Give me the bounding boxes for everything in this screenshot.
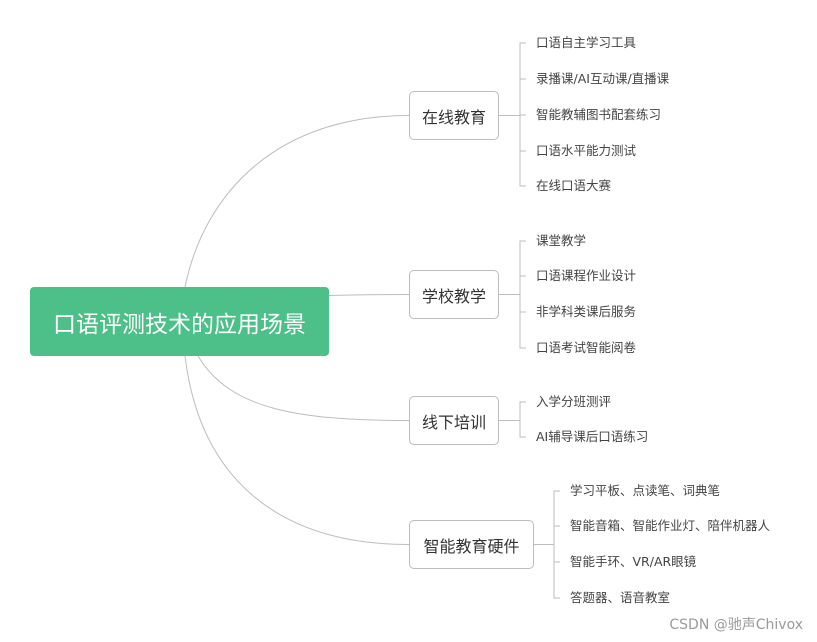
leaf-item[interactable]: 非学科类课后服务: [536, 304, 637, 319]
leaf-item[interactable]: 口语水平能力测试: [536, 143, 637, 158]
leaf-item[interactable]: 学习平板、点读笔、词典笔: [570, 483, 721, 498]
connector-line: [328, 294, 410, 296]
connector-line: [197, 355, 410, 421]
leaf-item[interactable]: 智能音箱、智能作业灯、陪伴机器人: [570, 518, 771, 533]
leaf-item[interactable]: 入学分班测评: [536, 394, 612, 409]
leaf-item[interactable]: 课堂教学: [536, 233, 587, 248]
connector-line: [184, 115, 410, 288]
leaf-item[interactable]: 录播课/AI互动课/直播课: [536, 71, 670, 86]
leaf-item[interactable]: 口语考试智能阅卷: [536, 340, 637, 355]
leaf-item[interactable]: 智能教辅图书配套练习: [536, 107, 662, 122]
connector-line: [184, 355, 410, 545]
connector-line: [519, 401, 526, 438]
leaf-item[interactable]: AI辅导课后口语练习: [536, 429, 649, 444]
leaf-item[interactable]: 口语自主学习工具: [536, 35, 637, 50]
root-node[interactable]: 口语评测技术的应用场景: [30, 287, 329, 356]
leaf-item[interactable]: 智能手环、VR/AR眼镜: [570, 554, 697, 569]
leaf-item[interactable]: 答题器、语音教室: [570, 590, 671, 605]
leaf-item[interactable]: 口语课程作业设计: [536, 268, 637, 283]
branch-offline-training[interactable]: 线下培训: [409, 396, 499, 445]
branch-online-education[interactable]: 在线教育: [409, 91, 499, 140]
branch-school-teaching[interactable]: 学校教学: [409, 270, 499, 319]
connector-line: [519, 240, 526, 349]
branch-smart-hardware[interactable]: 智能教育硬件: [409, 520, 534, 569]
connector-line: [553, 490, 560, 599]
watermark: CSDN @驰声Chivox: [669, 617, 803, 633]
leaf-item[interactable]: 在线口语大赛: [536, 178, 612, 193]
